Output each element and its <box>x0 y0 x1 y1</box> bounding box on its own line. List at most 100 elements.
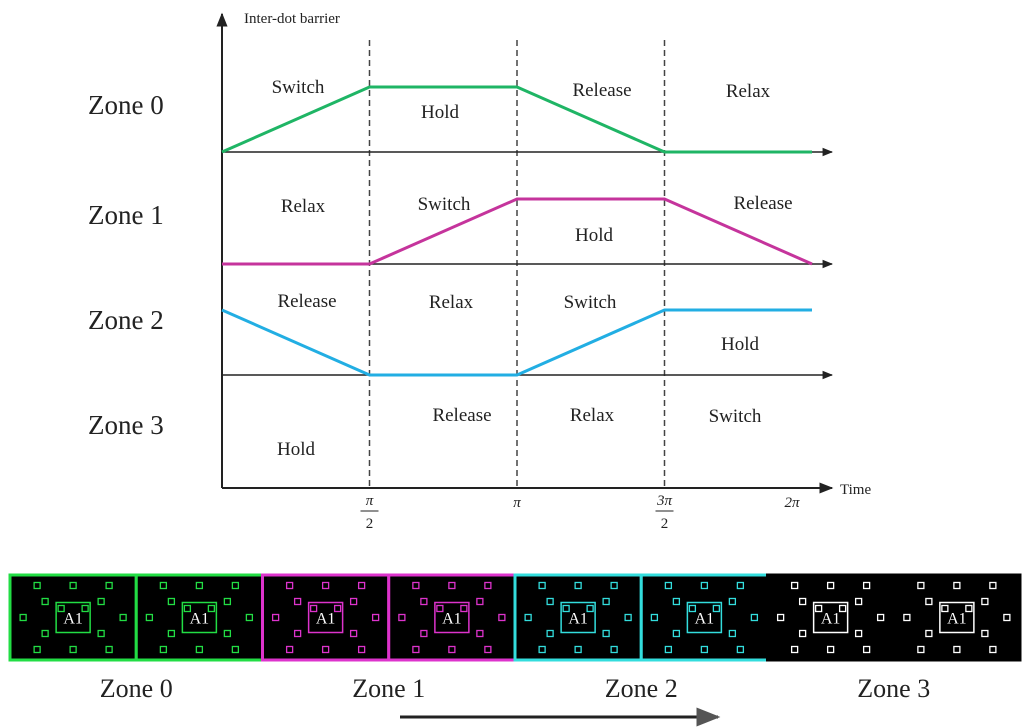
dot <box>476 597 484 606</box>
dot <box>159 645 168 654</box>
dot <box>159 581 168 590</box>
strip-zone-label: Zone 1 <box>352 674 425 703</box>
dot <box>349 597 358 606</box>
strip-zone-label: Zone 3 <box>857 674 930 703</box>
dot <box>484 645 492 654</box>
inner-square <box>812 601 849 634</box>
dot <box>69 645 77 654</box>
dot <box>838 604 847 613</box>
dot <box>953 645 961 654</box>
dot <box>736 645 745 654</box>
dot <box>57 604 65 613</box>
zone-block: A1 <box>134 573 264 662</box>
zone-block: A1 <box>261 573 391 662</box>
phase-label: Release <box>432 405 491 426</box>
dot <box>925 597 933 606</box>
dot <box>750 613 759 622</box>
dot <box>1003 613 1011 622</box>
dot <box>814 604 823 613</box>
dot <box>688 604 697 613</box>
barrier-curve-zone-0 <box>221 85 812 154</box>
dot <box>420 597 428 606</box>
zone-name: Zone 1 <box>88 200 164 230</box>
cell-text: A1 <box>947 611 967 628</box>
dot <box>602 597 610 606</box>
phase-label: Release <box>572 80 631 101</box>
barrier-curve-zone-1 <box>222 197 813 266</box>
dot <box>231 645 240 654</box>
zone-name: Zone 0 <box>88 90 164 120</box>
dot <box>903 613 911 622</box>
cell-text: A1 <box>695 611 715 628</box>
dot <box>420 629 428 638</box>
dot <box>349 629 358 638</box>
dot <box>790 581 799 590</box>
dot <box>498 613 506 622</box>
dot <box>81 604 89 613</box>
x-tick-label: 2 <box>661 516 669 532</box>
dot <box>195 581 204 590</box>
dot <box>672 629 681 638</box>
dot <box>97 597 105 606</box>
phase-label: Hold <box>421 102 460 123</box>
dot <box>876 613 885 622</box>
cell-text: A1 <box>316 611 336 628</box>
dot <box>700 581 709 590</box>
barrier-curve-zone-2 <box>221 308 812 377</box>
dot <box>448 581 456 590</box>
inner-square <box>560 601 596 634</box>
dot <box>610 581 618 590</box>
dot <box>989 645 997 654</box>
dot <box>700 645 709 654</box>
x-tick-label: π <box>513 495 521 511</box>
dot <box>223 629 232 638</box>
x-tick-label: 2π <box>784 495 800 511</box>
dot <box>460 604 468 613</box>
dot <box>223 597 232 606</box>
dot <box>728 597 737 606</box>
phase-label: Hold <box>575 225 614 246</box>
dot <box>650 613 659 622</box>
phase-label: Release <box>733 193 792 214</box>
dot <box>736 581 745 590</box>
dot <box>610 645 618 654</box>
dot <box>862 645 871 654</box>
dot <box>371 613 380 622</box>
dot <box>309 604 318 613</box>
strip-zone-label: Zone 0 <box>100 674 173 703</box>
dot <box>981 597 989 606</box>
dot <box>981 629 989 638</box>
dot <box>41 597 49 606</box>
dot <box>357 581 366 590</box>
dot <box>941 604 949 613</box>
dot <box>854 597 863 606</box>
dot <box>321 645 330 654</box>
dot <box>271 613 280 622</box>
phase-label: Relax <box>281 196 326 217</box>
dot <box>476 629 484 638</box>
dot <box>538 645 546 654</box>
dot <box>398 613 406 622</box>
phase-label: Hold <box>721 334 760 355</box>
zone-block: A1 <box>892 573 1022 662</box>
dot <box>105 645 113 654</box>
inner-square <box>434 601 470 634</box>
dot <box>412 645 420 654</box>
dot <box>624 613 632 622</box>
dot <box>917 581 925 590</box>
inner-square <box>307 601 344 634</box>
inner-square <box>55 601 91 634</box>
x-tick-label: 2 <box>366 516 374 532</box>
barrier-curves <box>221 85 813 377</box>
dot <box>293 597 302 606</box>
dot <box>546 629 554 638</box>
dot <box>728 629 737 638</box>
dot <box>105 581 113 590</box>
dot <box>231 581 240 590</box>
dot <box>357 645 366 654</box>
dot <box>672 597 681 606</box>
y-axis-label: Inter-dot barrier <box>244 11 340 27</box>
zone-name: Zone 2 <box>88 305 164 335</box>
phase-label: Relax <box>429 292 474 313</box>
